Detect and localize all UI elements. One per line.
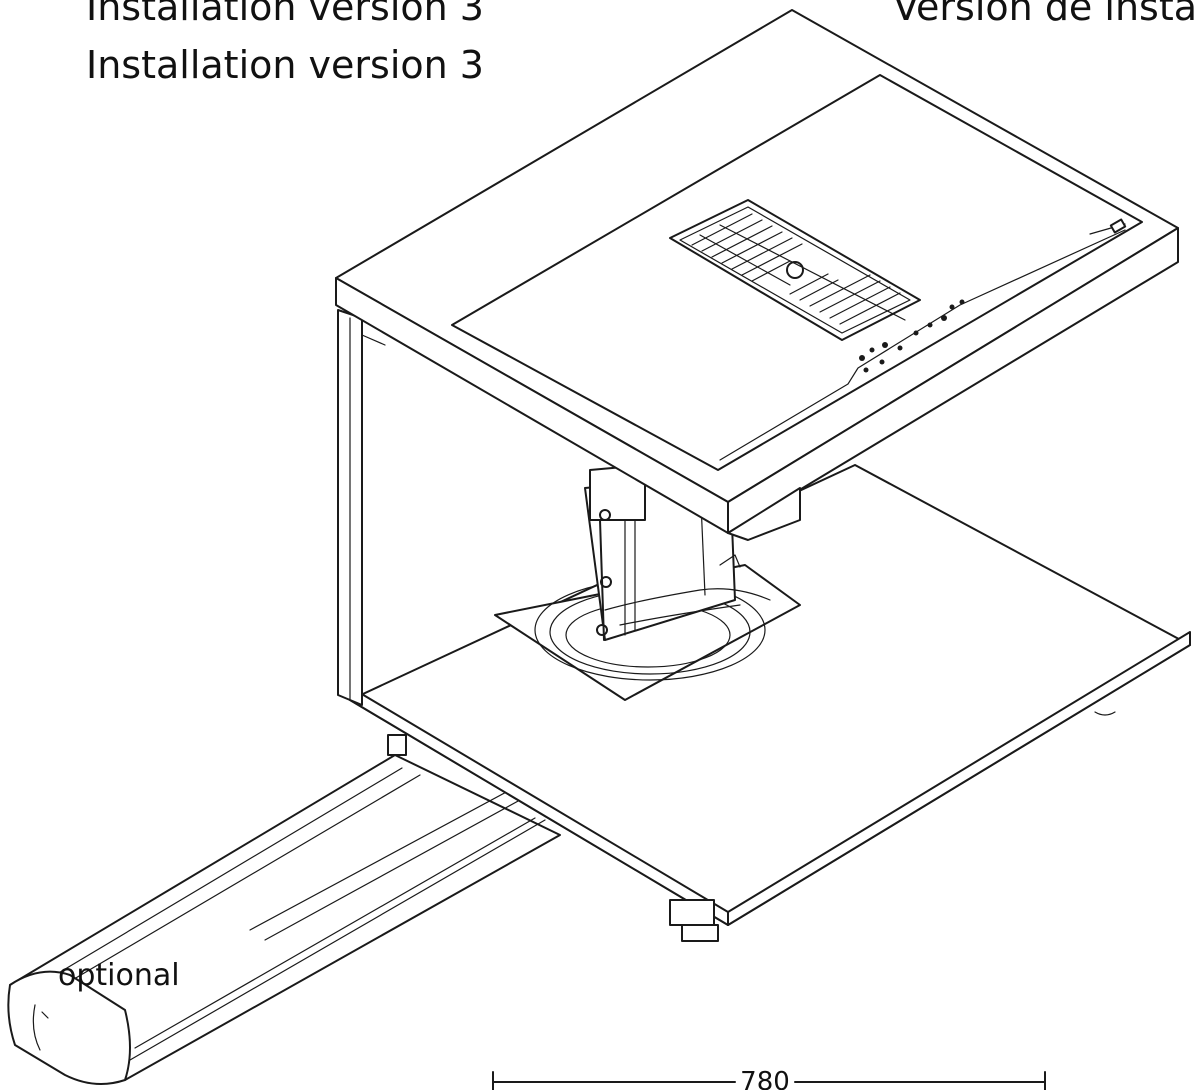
worktop <box>336 10 1178 540</box>
duct: optional <box>8 755 560 1084</box>
touch-controls <box>859 299 965 373</box>
heading-right: Version de instal <box>893 0 1195 29</box>
dimension-label: 780 <box>740 1067 790 1090</box>
cabinet-base <box>350 465 1190 941</box>
extraction-grille <box>670 200 920 340</box>
heading-line-1: Installation version 3 <box>86 0 484 29</box>
dimension-780: 780 <box>493 1067 1045 1090</box>
cabinet-side-panel <box>338 310 385 705</box>
optional-label: optional <box>58 958 180 993</box>
heading-line-2: Installation version 3 <box>86 43 484 87</box>
